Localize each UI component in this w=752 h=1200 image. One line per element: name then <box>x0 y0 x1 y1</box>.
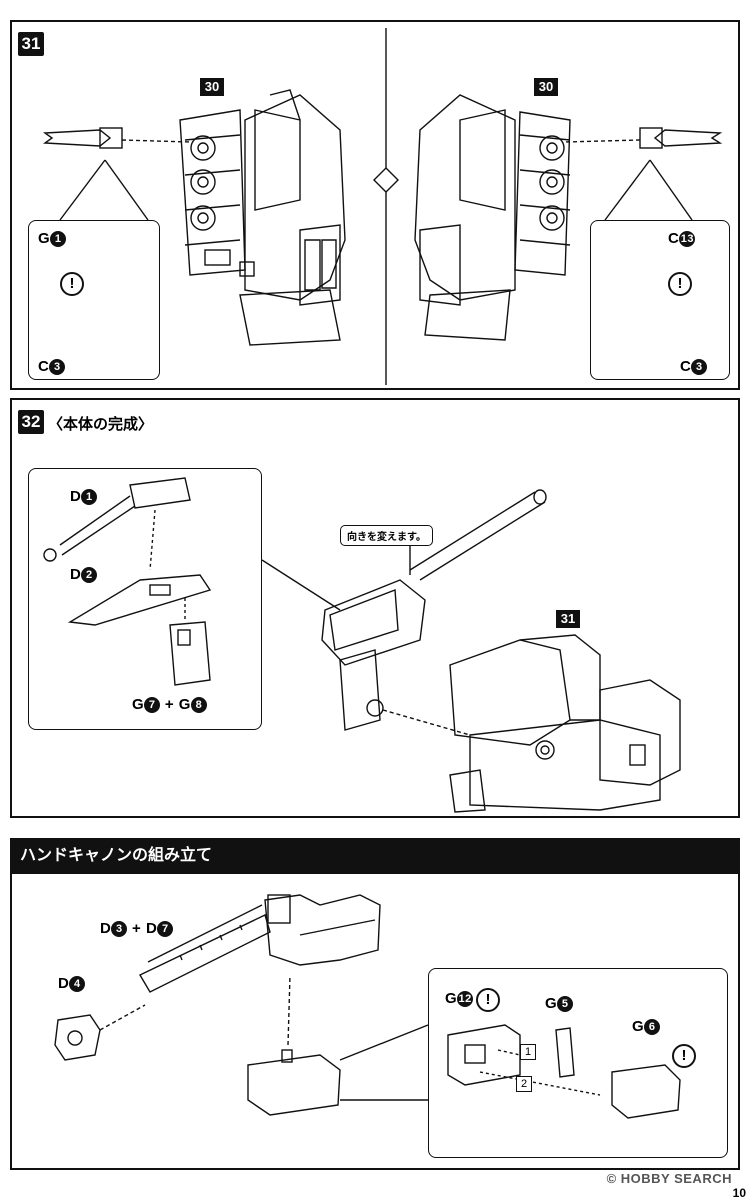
assembly-step-1-marker: 1 <box>520 1044 536 1060</box>
step32-detail-inset <box>28 468 262 730</box>
assembly-step-2-marker: 2 <box>516 1076 532 1092</box>
part-label-g12: G12 <box>445 990 474 1008</box>
orientation-callout: 向きを変えます。 <box>340 525 433 546</box>
step31-right-detail-inset <box>590 220 730 380</box>
page-number: 10 <box>732 1186 746 1200</box>
caution-icon-g6: ! <box>672 1044 696 1068</box>
caution-icon-g12: ! <box>476 988 500 1012</box>
caution-icon-left: ! <box>60 272 84 296</box>
ref-step-30-left: 30 <box>200 78 224 96</box>
hobby-search-watermark: © HOBBY SEARCH <box>606 1171 732 1186</box>
caution-icon-right: ! <box>668 272 692 296</box>
step-number-31: 31 <box>18 32 44 56</box>
part-label-c13-right: C13 <box>668 230 696 248</box>
step-32-title: 〈本体の完成〉 <box>48 416 154 433</box>
ref-step-31: 31 <box>556 610 580 628</box>
step-32-panel <box>10 398 740 818</box>
hand-cannon-section-banner: ハンドキャノンの組み立て <box>10 838 740 874</box>
step-number-32: 32 <box>18 410 44 434</box>
step31-left-detail-inset <box>28 220 160 380</box>
ref-step-30-right: 30 <box>534 78 558 96</box>
hand-cannon-panel <box>10 874 740 1170</box>
hand-cannon-detail-inset <box>428 968 728 1158</box>
